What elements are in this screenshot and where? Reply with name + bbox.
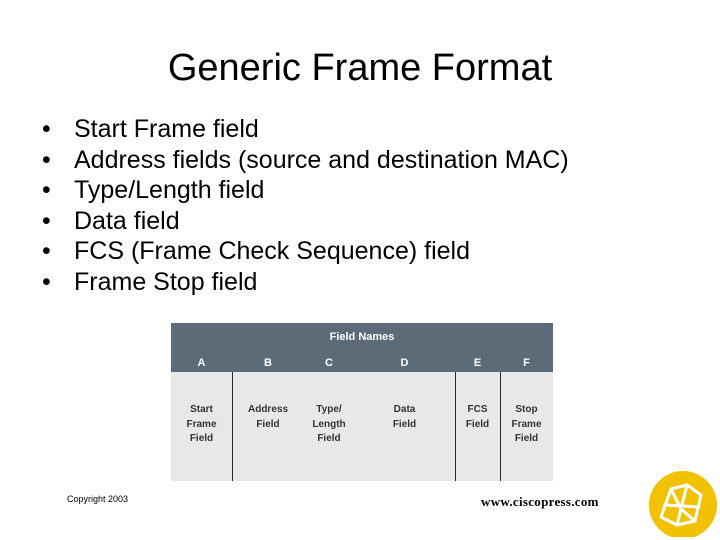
bullet-item: • Frame Stop field	[42, 267, 569, 298]
column-divider	[232, 372, 233, 481]
field-cell-line: Data	[393, 404, 416, 415]
bullet-text: Type/Length field	[74, 176, 265, 204]
field-cell-line: Field	[189, 433, 214, 444]
column-letter-b: B	[264, 357, 272, 369]
bullet-item: • FCS (Frame Check Sequence) field	[42, 236, 569, 267]
bullet-item: • Data field	[42, 206, 569, 237]
field-cell-line: Address	[247, 404, 288, 415]
frame-table-header: Field Names	[171, 323, 553, 372]
copyright-text: Copyright 2003	[67, 494, 129, 504]
field-cell-line: Type/	[316, 404, 342, 415]
frame-table-title: Field Names	[329, 331, 395, 343]
field-cell-line: Start	[190, 404, 213, 415]
column-divider	[455, 372, 456, 481]
cisco-press-logo-icon	[649, 471, 717, 537]
bullet-text: Frame Stop field	[74, 267, 258, 296]
field-cell-line: Field	[317, 433, 341, 444]
bullet-text: Address fields (source and destination M…	[74, 145, 569, 174]
bullet-item: • Address fields (source and destination …	[42, 145, 569, 176]
field-cell-line: Field	[392, 418, 417, 430]
bullet-dot-icon: •	[42, 176, 51, 204]
bullet-dot-icon: •	[42, 145, 51, 174]
footer-url: www.ciscopress.com	[481, 494, 599, 509]
bullet-text: Start Frame field	[74, 115, 259, 143]
slide-title: Generic Frame Format	[167, 47, 553, 89]
column-letter-c: C	[325, 357, 333, 369]
bullet-dot-icon: •	[42, 237, 51, 265]
field-cell-line: FCS	[467, 404, 488, 415]
field-cell-line: Stop	[515, 404, 538, 415]
field-cell-line: Field	[465, 418, 490, 430]
field-cell-line: Frame	[511, 418, 542, 430]
bullet-list: • Start Frame field • Address fields (sour…	[42, 114, 569, 297]
bullet-dot-icon: •	[42, 206, 51, 235]
column-letter-e: E	[473, 357, 482, 369]
column-letter-a: A	[197, 357, 206, 369]
column-letter-d: D	[400, 357, 409, 369]
bullet-text: FCS (Frame Check Sequence) field	[74, 237, 470, 265]
bullet-item: • Start Frame field	[42, 114, 569, 145]
column-divider	[500, 372, 501, 481]
column-letter-f: F	[523, 357, 530, 369]
field-cell-line: Field	[256, 418, 280, 430]
bullet-item: • Type/Length field	[42, 175, 569, 206]
field-cell-line: Length	[312, 418, 346, 430]
field-cell-e: FCS Field	[455, 403, 500, 432]
field-cell-line: Field	[514, 433, 539, 444]
bullet-text: Data field	[74, 206, 180, 235]
bullet-dot-icon: •	[42, 267, 51, 296]
field-cell-line: Frame	[186, 418, 217, 430]
bullet-dot-icon: •	[42, 115, 51, 143]
